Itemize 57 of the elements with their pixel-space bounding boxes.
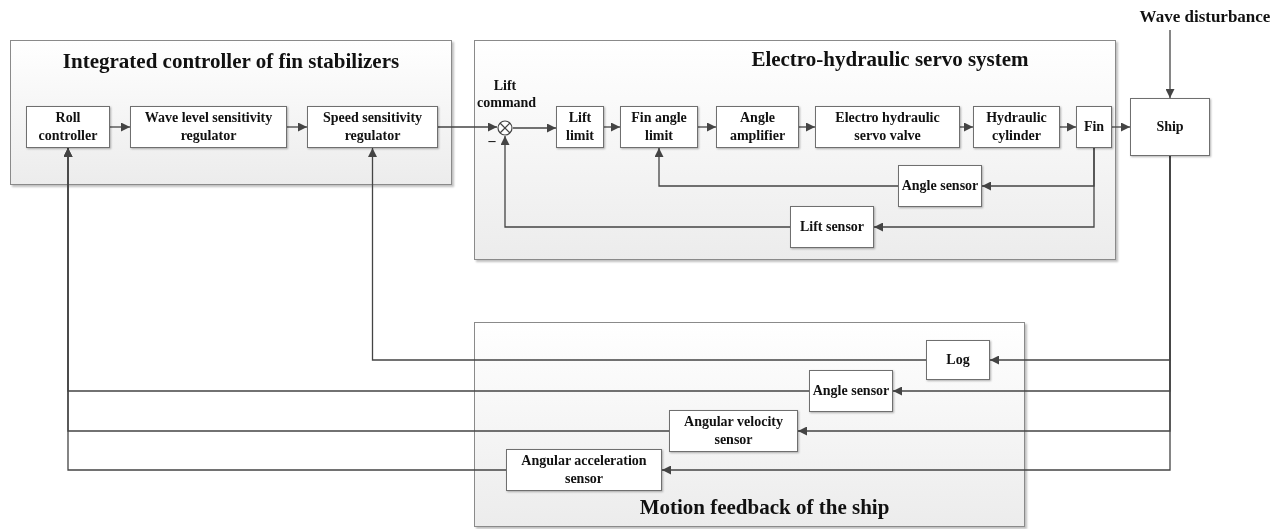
group-title: Motion feedback of the ship xyxy=(638,495,891,520)
arrow xyxy=(959,122,974,132)
process-block xyxy=(506,449,662,491)
group-title: Integrated controller of fin stabilizers xyxy=(61,49,401,74)
block-label: Roll controller xyxy=(37,108,99,145)
arrow xyxy=(603,122,621,132)
group-panel xyxy=(10,40,452,185)
arrow xyxy=(1111,122,1131,132)
block-label: Wave level sensitivity regulator xyxy=(143,108,274,145)
block-label: Electro hydraulic servo valve xyxy=(834,108,941,145)
block-label: Speed sensitivity regulator xyxy=(321,108,424,145)
process-block xyxy=(556,106,604,148)
process-block xyxy=(790,206,874,248)
input-label: Wave disturbance xyxy=(1139,7,1271,27)
block-label: Hydraulic cylinder xyxy=(985,108,1048,145)
block-label: Fin angle limit xyxy=(630,108,688,145)
process-block xyxy=(815,106,960,148)
arrow xyxy=(63,147,507,471)
group-panel xyxy=(474,40,1116,260)
block-label: Lift limit xyxy=(565,108,595,145)
arrow xyxy=(368,147,927,361)
summing-junction xyxy=(497,120,513,136)
process-block xyxy=(130,106,287,148)
arrow xyxy=(654,147,899,187)
block-label: Lift sensor xyxy=(798,217,866,236)
process-block xyxy=(26,106,110,148)
block-label: Angle sensor xyxy=(900,176,980,195)
arrow xyxy=(697,122,717,132)
junction-label: _ xyxy=(487,128,497,145)
group-panel xyxy=(474,322,1025,527)
process-block xyxy=(307,106,438,148)
arrow xyxy=(1059,122,1077,132)
arrow xyxy=(500,135,791,228)
process-block xyxy=(973,106,1060,148)
arrow xyxy=(512,123,557,133)
process-block xyxy=(669,410,798,452)
process-block xyxy=(620,106,698,148)
arrow xyxy=(1165,29,1175,99)
arrow xyxy=(437,122,498,132)
group-title: Electro-hydraulic servo system xyxy=(750,47,1030,72)
process-block xyxy=(1130,98,1210,156)
block-label: Angle sensor xyxy=(811,381,891,400)
block-label: Angular velocity sensor xyxy=(683,412,784,449)
block-label: Log xyxy=(945,350,971,369)
process-block xyxy=(926,340,990,380)
block-label: Ship xyxy=(1155,117,1185,136)
block-label: Angular acceleration sensor xyxy=(520,451,648,488)
block-label: Angle amplifier xyxy=(728,108,787,145)
process-block xyxy=(1076,106,1112,148)
process-block xyxy=(809,370,893,412)
process-block xyxy=(716,106,799,148)
process-block xyxy=(898,165,982,207)
arrow xyxy=(873,147,1095,232)
arrow xyxy=(109,122,131,132)
arrow xyxy=(286,122,308,132)
arrow xyxy=(798,122,816,132)
block-label: Fin xyxy=(1082,117,1106,136)
